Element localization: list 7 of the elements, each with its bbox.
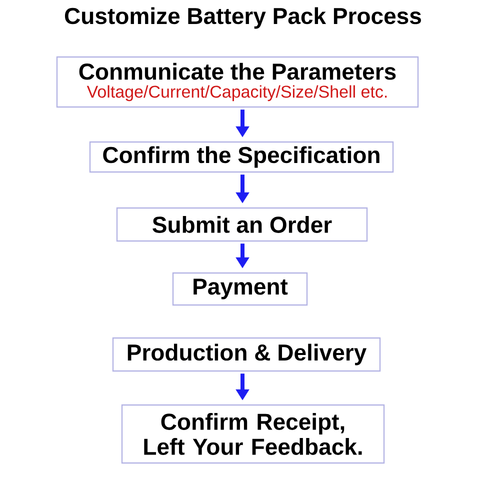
process-box: Payment [172, 272, 308, 306]
title: Customize Battery Pack Process [64, 7, 421, 29]
process-box: Submit an Order [116, 207, 368, 242]
process-box: Confirm Receipt, Left Your Feedback. [121, 404, 385, 464]
process-box: Confirm the Specification [89, 141, 394, 173]
process-box: Conmunicate the Parameters Voltage/Current/Capacity/Size/Shell etc. [56, 56, 419, 108]
process-box: Production & Delivery [112, 337, 381, 372]
